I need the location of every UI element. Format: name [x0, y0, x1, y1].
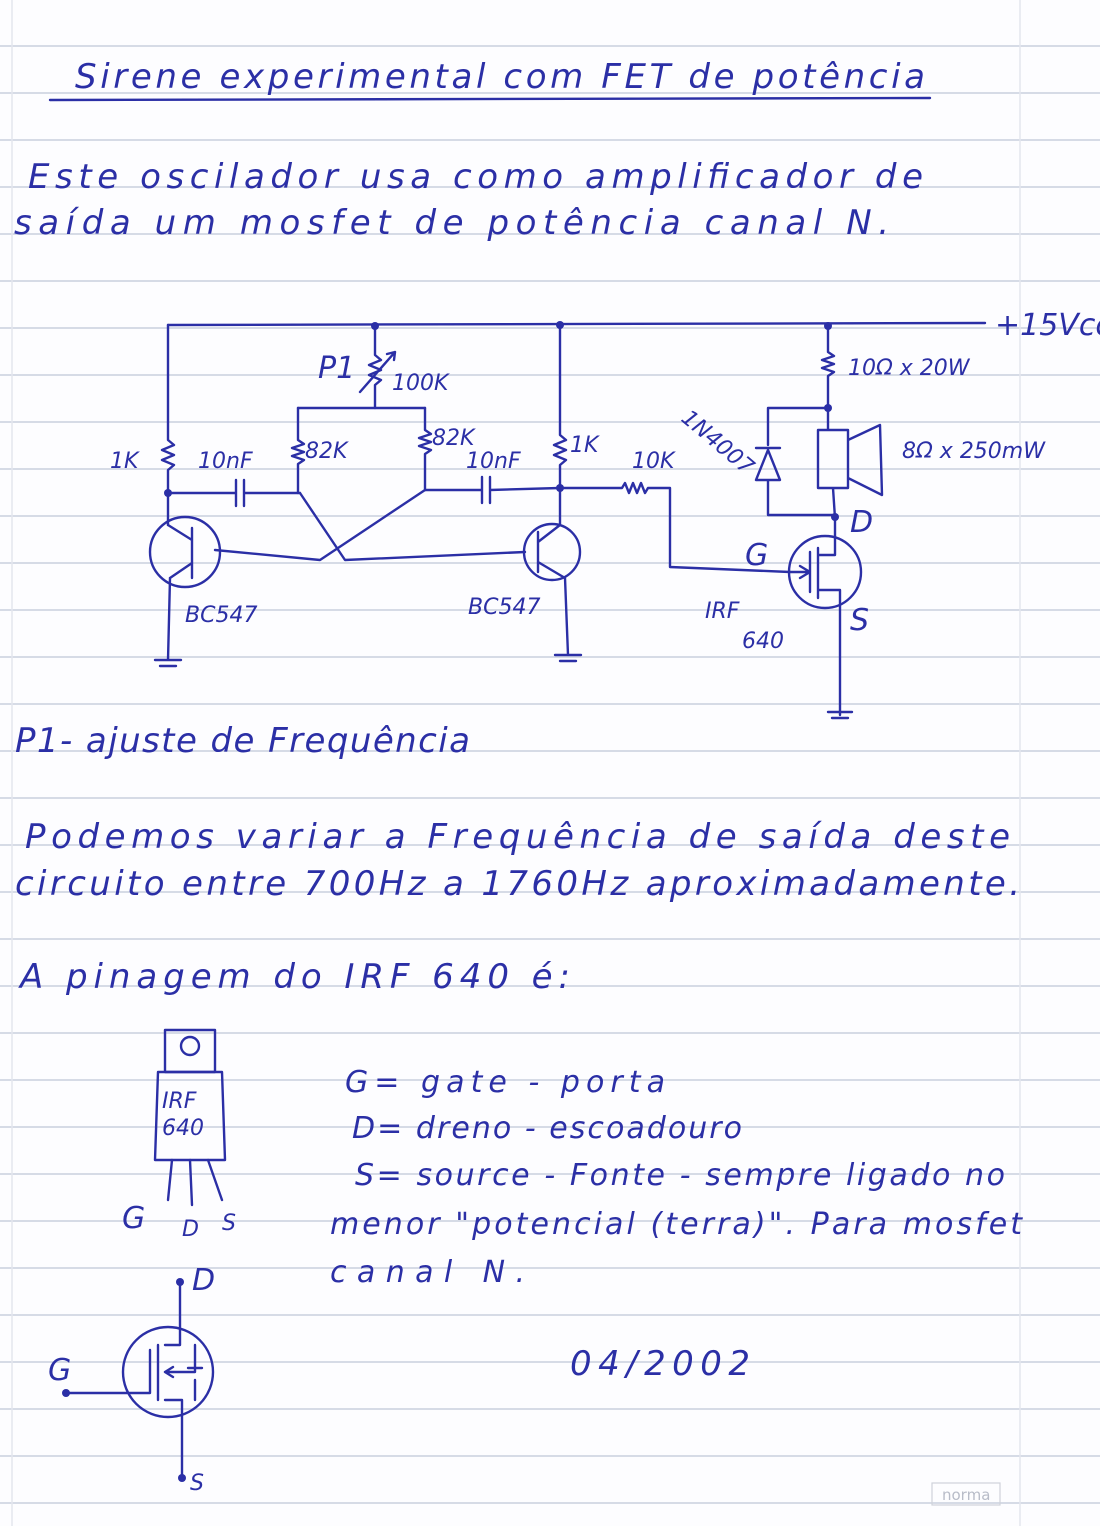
diode-label: 1N4007: [676, 405, 758, 480]
c1-label: 10nF: [198, 449, 253, 474]
pin-s-note-3: canal N.: [330, 1255, 525, 1290]
supply-label: +15Vcc: [995, 308, 1100, 343]
paragraph-line-2: circuito entre 700Hz a 1760Hz aproximada…: [15, 864, 1020, 904]
title-underline: [48, 96, 932, 102]
r3-label: 82K: [432, 426, 476, 451]
c2-label: 10nF: [466, 449, 521, 474]
mosfet-label-2: 640: [742, 629, 784, 654]
intro-line-2: saída um mosfet de potência canal N.: [14, 203, 889, 243]
p1-value-label: 100K: [392, 371, 450, 396]
r2-label: 82K: [305, 439, 349, 464]
package-pin-g: G: [122, 1201, 145, 1236]
circuit-schematic: +15Vcc 1K 10nF P1 100K 82K 82K 10nF BC54…: [110, 308, 1100, 720]
r1-label: 1K: [110, 449, 140, 474]
gate-label: G: [745, 538, 768, 573]
transistor-q2: [522, 522, 582, 582]
q1-label: BC547: [185, 603, 257, 628]
r4-label: 1K: [570, 433, 600, 458]
pin-s-note-1: S= source - Fonte - sempre ligado no: [355, 1158, 1005, 1193]
symbol-drain-label: D: [192, 1263, 215, 1298]
source-label: S: [850, 603, 869, 638]
pin-s-note-2: menor "potencial (terra)". Para mosfet: [330, 1207, 1023, 1242]
symbol-source-label: S: [190, 1471, 204, 1496]
drain-label: D: [850, 505, 873, 540]
series-resistor-label: 10Ω x 20W: [848, 356, 971, 381]
pin-g-note: G= gate - porta: [345, 1065, 665, 1100]
package-label-1: IRF: [162, 1089, 197, 1114]
r5-label: 10K: [632, 449, 676, 474]
speaker-label: 8Ω x 250mW: [902, 439, 1046, 464]
paragraph-line-1: Podemos variar a Frequência de saída des…: [25, 817, 1010, 857]
intro-line-1: Este oscilador usa como amplificador de: [28, 157, 923, 197]
page-title: Sirene experimental com FET de potência: [75, 57, 925, 97]
symbol-gate-label: G: [48, 1353, 71, 1388]
package-pin-d: D: [182, 1217, 199, 1242]
mosfet-symbol: D G S: [48, 1263, 215, 1496]
pinout-heading: A pinagem do IRF 640 é:: [18, 957, 570, 997]
package-label-2: 640: [162, 1116, 204, 1141]
q2-label: BC547: [468, 595, 540, 620]
p1-note: P1- ajuste de Frequência: [15, 721, 470, 761]
mosfet-label-1: IRF: [705, 599, 740, 624]
transistor-q1: [148, 515, 222, 589]
paper-brand-stamp: [931, 1482, 1001, 1506]
package-pin-s: S: [222, 1211, 236, 1236]
irf640-package-drawing: IRF 640 G D S: [122, 1028, 236, 1242]
date: 04/2002: [570, 1344, 750, 1384]
paper-brand-text: norma: [942, 1486, 990, 1504]
p1-label: P1: [318, 351, 355, 386]
pin-d-note: D= dreno - escoadouro: [352, 1111, 742, 1146]
